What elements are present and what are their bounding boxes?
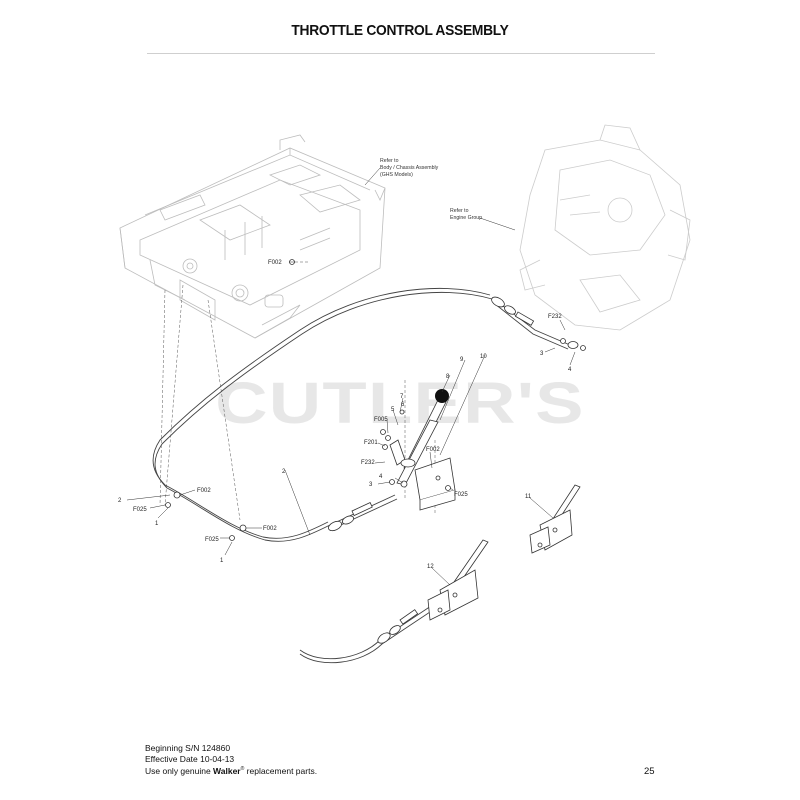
callout-2: 2 — [118, 498, 122, 504]
note-body-line3: (GHS Models) — [380, 172, 413, 178]
chassis-illustration — [119, 134, 386, 339]
note-body-line1: Refer to — [380, 158, 399, 164]
page-title: THROTTLE CONTROL ASSEMBLY — [291, 22, 509, 39]
throttle-cable — [152, 287, 571, 664]
genuine-parts-note: Use only genuine Walker® replacement par… — [145, 765, 318, 776]
callout-4: 4 — [568, 367, 572, 373]
page-number: 25 — [644, 766, 655, 777]
callout-F025: F025 — [133, 507, 147, 513]
callout-2: 2 — [282, 469, 286, 475]
callout-3: 3 — [540, 351, 544, 357]
serial-number: Beginning S/N 124860 — [145, 743, 231, 753]
callout-F025: F025 — [205, 537, 219, 543]
note-body-line2: Body / Chassis Assembly — [380, 165, 439, 171]
callout-1: 1 — [155, 521, 159, 527]
callout-7: 7 — [400, 394, 404, 400]
lever-assembly-11 — [529, 484, 581, 554]
callout-12: 12 — [427, 564, 434, 570]
callout-4: 4 — [379, 474, 383, 480]
title-divider — [147, 53, 655, 54]
callout-F232: F232 — [361, 460, 375, 466]
lever-knob — [435, 389, 449, 403]
cable-fittings — [165, 259, 586, 644]
note-engine-line1: Refer to — [450, 208, 469, 214]
lever-assembly-12 — [427, 539, 489, 621]
engine-illustration — [519, 124, 691, 331]
callout-F201: F201 — [364, 440, 378, 446]
callout-F232: F232 — [548, 314, 562, 320]
callout-F002: F002 — [268, 260, 282, 266]
brand-name: Walker — [213, 765, 241, 776]
footer: Beginning S/N 124860 Effective Date 10-0… — [145, 743, 317, 776]
callout-6: 6 — [401, 402, 405, 408]
lever-assembly — [380, 399, 456, 511]
watermark: CUTLER'S — [215, 371, 585, 436]
callout-F002: F002 — [263, 526, 277, 532]
callout-8: 8 — [446, 374, 450, 380]
callout-10: 10 — [480, 354, 487, 360]
callout-3: 3 — [369, 482, 373, 488]
callout-1: 1 — [220, 558, 224, 564]
callout-F005: F005 — [374, 417, 388, 423]
callout-9: 9 — [460, 357, 464, 363]
effective-date: Effective Date 10-04-13 — [145, 753, 235, 764]
callout-F002: F002 — [426, 447, 440, 453]
callout-11: 11 — [525, 494, 532, 500]
callout-leaders — [126, 167, 576, 586]
note-engine-line2: Engine Group — [450, 215, 482, 221]
callout-5: 5 — [391, 407, 395, 413]
callout-F002: F002 — [197, 488, 211, 494]
callout-F025: F025 — [454, 492, 468, 498]
